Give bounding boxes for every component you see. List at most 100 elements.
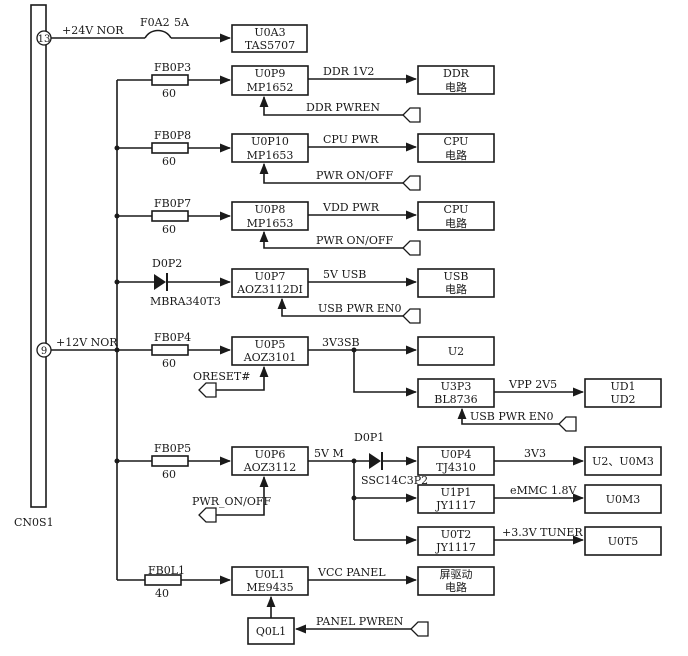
svg-text:屏驱动: 屏驱动: [440, 568, 473, 581]
load-panel: [417, 566, 495, 596]
fb0p4-name: FB0P4: [154, 331, 191, 344]
svg-text:AOZ3112DI: AOZ3112DI: [236, 283, 303, 296]
fb0p4-value: 60: [162, 357, 176, 370]
svg-text:U0P7: U0P7: [255, 270, 286, 283]
chip-u0p10: [231, 133, 309, 163]
svg-text:U0P4: U0P4: [441, 448, 472, 461]
net-pwr-onoff-1: PWR ON/OFF: [316, 169, 393, 182]
load-ud1-ud2: [584, 378, 662, 408]
branch-5v-m: FB0P5 60 U0P6 AOZ3112 5V M D0P1 SSC14C3P…: [117, 431, 662, 556]
svg-text:USB: USB: [444, 270, 469, 283]
load-u2-u0m3: [584, 446, 662, 476]
rail-12v-label: +12V NOR: [56, 336, 118, 349]
fb0p5-name: FB0P5: [154, 442, 191, 455]
svg-text:JY1117: JY1117: [435, 499, 476, 512]
chip-q0l1: [247, 617, 295, 645]
net-oreset: ORESET#: [193, 370, 250, 383]
load-u0m3: [584, 484, 662, 514]
load-cpu-1: [417, 133, 495, 163]
net-3v3: 3V3: [524, 447, 546, 460]
svg-text:U0T5: U0T5: [608, 535, 639, 548]
fb0p7-name: FB0P7: [154, 197, 191, 210]
fb0p7-value: 60: [162, 223, 176, 236]
svg-text:DDR: DDR: [443, 67, 470, 80]
svg-text:JY1117: JY1117: [435, 541, 476, 554]
chip-u0p9: [231, 65, 309, 96]
svg-text:U0L1: U0L1: [255, 568, 286, 581]
svg-text:U3P3: U3P3: [441, 380, 472, 393]
rail-24v: +24V NOR F0A2 5A: [51, 16, 232, 43]
svg-text:MP1653: MP1653: [247, 217, 294, 230]
load-usb: [417, 268, 495, 298]
net-pwr-onoff-2: PWR ON/OFF: [316, 234, 393, 247]
branch-vdd-pwr: FB0P7 60 U0P8 MP1653 VDD PWR CPU 电路 PWR …: [117, 197, 495, 256]
svg-text:U2、U0M3: U2、U0M3: [592, 455, 654, 468]
rail-24v-label: +24V NOR: [62, 24, 124, 37]
svg-text:CPU: CPU: [444, 203, 469, 216]
svg-text:9: 9: [41, 346, 47, 357]
load-u0t5: [584, 526, 662, 556]
svg-text:U2: U2: [448, 345, 464, 358]
net-cpu-pwr: CPU PWR: [323, 133, 379, 146]
pin-13: 13: [36, 30, 52, 46]
net-5v-usb: 5V USB: [323, 268, 366, 281]
net-ddr-pwren: DDR PWREN: [306, 101, 380, 114]
svg-text:AOZ3112: AOZ3112: [243, 461, 297, 474]
svg-text:UD2: UD2: [610, 393, 635, 406]
svg-text:MP1652: MP1652: [247, 81, 294, 94]
fb0l1-value: 40: [155, 587, 169, 600]
connector-cn0s1: CN0S1: [14, 4, 54, 529]
svg-text:U0P9: U0P9: [255, 67, 286, 80]
svg-text:电路: 电路: [445, 283, 467, 296]
chip-u0p8: [231, 201, 309, 231]
net-5v-m: 5V M: [314, 447, 344, 460]
fuse-rating: 5A: [174, 16, 190, 29]
load-ddr: [417, 65, 495, 95]
rail-12v: +12V NOR: [51, 80, 120, 580]
connector-name: CN0S1: [14, 516, 54, 529]
svg-text:电路: 电路: [445, 149, 467, 162]
svg-text:电路: 电路: [445, 81, 467, 94]
svg-text:U1P1: U1P1: [441, 486, 472, 499]
load-cpu-2: [417, 201, 495, 231]
fb0p8-name: FB0P8: [154, 129, 191, 142]
svg-text:13: 13: [38, 34, 51, 45]
chip-u3p3: [417, 378, 495, 408]
chip-u0p6: [231, 446, 309, 476]
svg-text:TAS5707: TAS5707: [245, 39, 295, 52]
chip-u0p7: [231, 268, 309, 298]
svg-text:U0P5: U0P5: [255, 338, 286, 351]
fb0l1-name: FB0L1: [148, 564, 185, 577]
chip-u0l1: [231, 566, 309, 596]
net-emmc: eMMC 1.8V: [510, 484, 577, 497]
fb0p8-value: 60: [162, 155, 176, 168]
svg-text:电路: 电路: [445, 217, 467, 230]
branch-ddr: FB0P3 60 U0P9 MP1652 DDR 1V2 DDR 电路 DDR …: [117, 61, 495, 123]
svg-text:U0P10: U0P10: [251, 135, 289, 148]
chip-u1p1: [417, 484, 495, 514]
svg-text:U0P6: U0P6: [255, 448, 286, 461]
svg-text:U0T2: U0T2: [441, 528, 472, 541]
net-pwr-onoff-3: PWR_ON/OFF: [192, 495, 271, 508]
chip-u0t2: [417, 526, 495, 556]
branch-cpu-pwr: FB0P8 60 U0P10 MP1653 CPU PWR CPU 电路 PWR…: [117, 129, 495, 191]
fb0p3-name: FB0P3: [154, 61, 191, 74]
net-panel-pwren: PANEL PWREN: [316, 615, 404, 628]
net-vpp-2v5: VPP 2V5: [508, 378, 557, 391]
d0p1-part: SSC14C3P2: [361, 474, 428, 487]
chip-u0a3: U0A3 TAS5707: [231, 24, 308, 53]
chip-u0p5: [231, 336, 309, 366]
net-ddr-1v2: DDR 1V2: [323, 65, 374, 78]
svg-text:MP1653: MP1653: [247, 149, 294, 162]
branch-3v3sb: FB0P4 60 U0P5 AOZ3101 3V3SB U2 U3P3 BL87…: [117, 331, 662, 432]
branch-usb: D0P2 MBRA340T3 U0P7 AOZ3112DI 5V USB USB…: [117, 257, 495, 324]
net-vdd-pwr: VDD PWR: [322, 201, 380, 214]
svg-text:U0A3: U0A3: [254, 26, 285, 39]
svg-text:U0M3: U0M3: [606, 493, 641, 506]
svg-text:Q0L1: Q0L1: [256, 625, 286, 638]
svg-text:UD1: UD1: [610, 380, 635, 393]
fuse-name: F0A2: [140, 16, 170, 29]
d0p2-part: MBRA340T3: [150, 295, 221, 308]
net-3v3sb: 3V3SB: [322, 336, 360, 349]
